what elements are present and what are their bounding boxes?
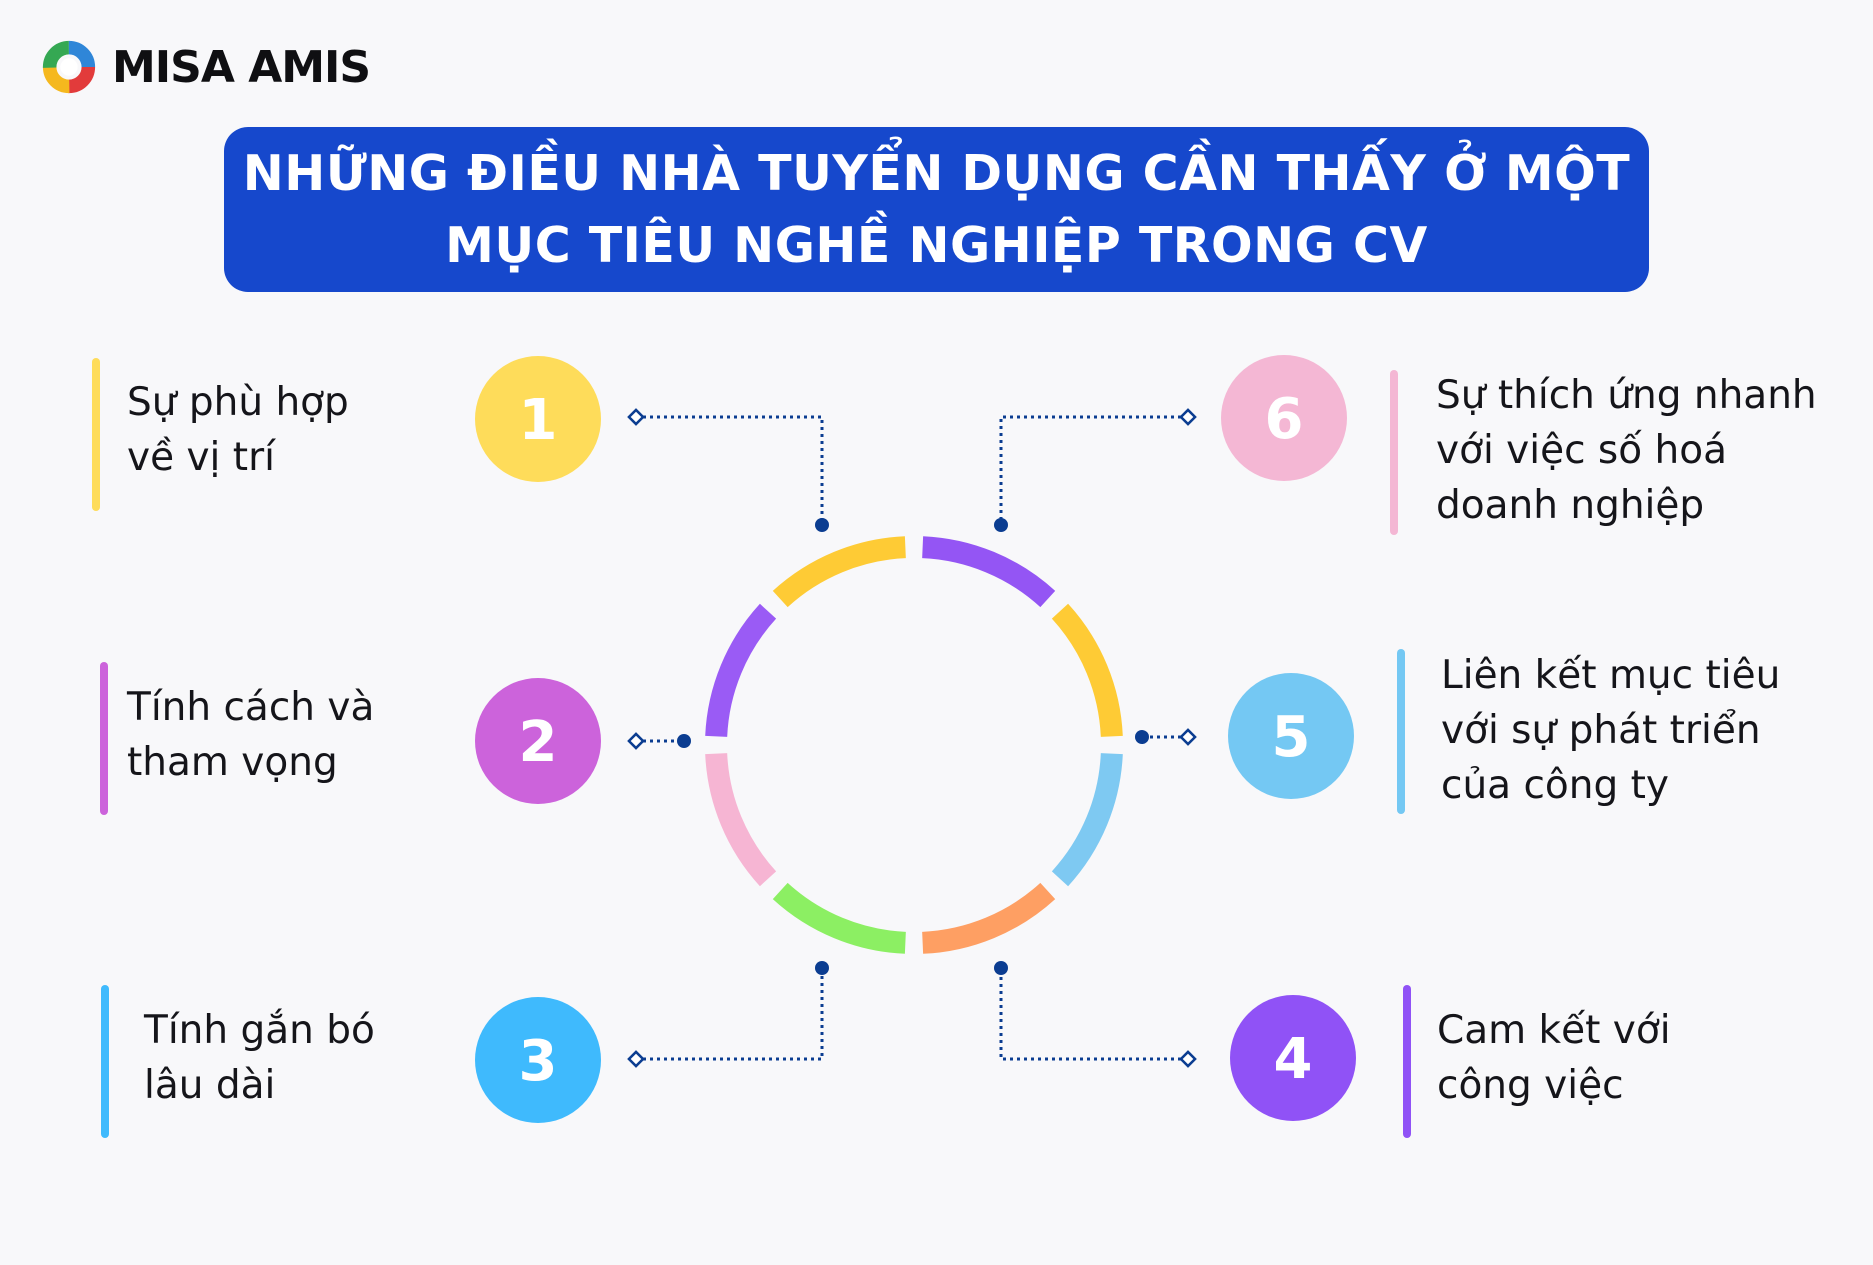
center-ring — [705, 536, 1123, 954]
number-text: 5 — [1272, 705, 1311, 770]
number-circle — [1230, 995, 1356, 1121]
number-text: 1 — [519, 388, 558, 453]
item-label-line: lâu dài — [144, 1063, 276, 1108]
number-text: 2 — [519, 710, 558, 775]
connectors — [627, 408, 1197, 1068]
item-label-line: Sự thích ứng nhanh — [1436, 373, 1817, 418]
title-banner: NHỮNG ĐIỀU NHÀ TUYỂN DỤNG CẦN THẤY Ở MỘT… — [224, 127, 1649, 292]
connector-dot-1 — [815, 518, 829, 532]
ring-segment — [772, 882, 907, 954]
item-label-5: Liên kết mục tiêu với sự phát triển của cô… — [1441, 648, 1780, 813]
item-label-3: Tính gắn bó lâu dài — [144, 1003, 375, 1113]
item-label-line: về vị trí — [127, 435, 275, 480]
item-label-line: Cam kết với — [1437, 1008, 1671, 1053]
accent-bar-6 — [1390, 370, 1398, 535]
brand-name: MISA AMIS — [112, 41, 371, 93]
number-badge-3: 3 — [475, 997, 601, 1123]
item-label-line: với việc số hoá — [1436, 428, 1727, 473]
ring-segment — [1051, 752, 1123, 887]
number-text: 6 — [1265, 387, 1304, 452]
item-label-line: công việc — [1437, 1063, 1624, 1108]
connector-diamond-3 — [627, 1050, 645, 1068]
number-badge-2: 2 — [475, 678, 601, 804]
accent-bar-2 — [100, 662, 108, 815]
connector-diamond-5 — [1179, 728, 1197, 746]
connector-diamond-4 — [1179, 1050, 1197, 1068]
ring-segment — [772, 536, 907, 608]
number-circle — [1228, 673, 1354, 799]
item-label-2: Tính cách và tham vọng — [127, 680, 374, 790]
item-label-6: Sự thích ứng nhanh với việc số hoá doanh n… — [1436, 368, 1817, 533]
number-circle — [475, 997, 601, 1123]
accent-bar-3 — [101, 985, 109, 1138]
brand-logo: MISA AMIS — [40, 38, 371, 96]
item-label-line: Tính gắn bó — [144, 1008, 375, 1053]
connector-dot-6 — [994, 518, 1008, 532]
connector-dot-2 — [677, 734, 691, 748]
connector-dot-3 — [815, 961, 829, 975]
connector-line-4 — [999, 968, 1188, 1061]
connector-line-3 — [636, 968, 824, 1061]
title-line-2: MỤC TIÊU NGHỀ NGHIỆP TRONG CV — [445, 216, 1428, 274]
connector-diamond-6 — [1179, 408, 1197, 426]
item-label-1: Sự phù hợp về vị trí — [127, 375, 349, 485]
connector-diamond-2 — [627, 732, 645, 750]
misa-logo-icon — [42, 40, 96, 94]
item-label-4: Cam kết với công việc — [1437, 1003, 1671, 1113]
ring-segment — [1051, 603, 1123, 738]
connector-dot-4 — [994, 961, 1008, 975]
number-text: 4 — [1274, 1027, 1313, 1092]
item-label-line: với sự phát triển — [1441, 708, 1761, 753]
connector-line-1 — [636, 415, 824, 525]
item-label-line: Sự phù hợp — [127, 380, 349, 425]
accent-bar-5 — [1397, 649, 1405, 814]
item-label-line: của công ty — [1441, 763, 1670, 808]
number-badge-5: 5 — [1228, 673, 1354, 799]
number-badge-4: 4 — [1230, 995, 1356, 1121]
accent-bar-4 — [1403, 985, 1411, 1138]
ring-segment — [921, 882, 1056, 954]
number-badge-1: 1 — [475, 356, 601, 482]
number-circles: 1 2 3 4 5 6 — [475, 355, 1356, 1123]
connector-diamond-1 — [627, 408, 645, 426]
number-circle — [475, 356, 601, 482]
item-label-line: tham vọng — [127, 740, 338, 785]
accent-bar-1 — [92, 358, 100, 511]
connector-line-6 — [999, 415, 1188, 525]
ring-segment — [705, 603, 777, 738]
ring-segment — [705, 752, 777, 887]
item-label-line: Liên kết mục tiêu — [1441, 653, 1781, 698]
item-label-line: Tính cách và — [127, 685, 375, 730]
ring-segment — [921, 536, 1056, 608]
connector-dot-5 — [1135, 730, 1149, 744]
number-circle — [1221, 355, 1347, 481]
number-text: 3 — [519, 1029, 558, 1094]
title-line-1: NHỮNG ĐIỀU NHÀ TUYỂN DỤNG CẦN THẤY Ở MỘT — [242, 144, 1631, 202]
number-badge-6: 6 — [1221, 355, 1347, 481]
number-circle — [475, 678, 601, 804]
item-label-line: doanh nghiệp — [1436, 483, 1705, 528]
